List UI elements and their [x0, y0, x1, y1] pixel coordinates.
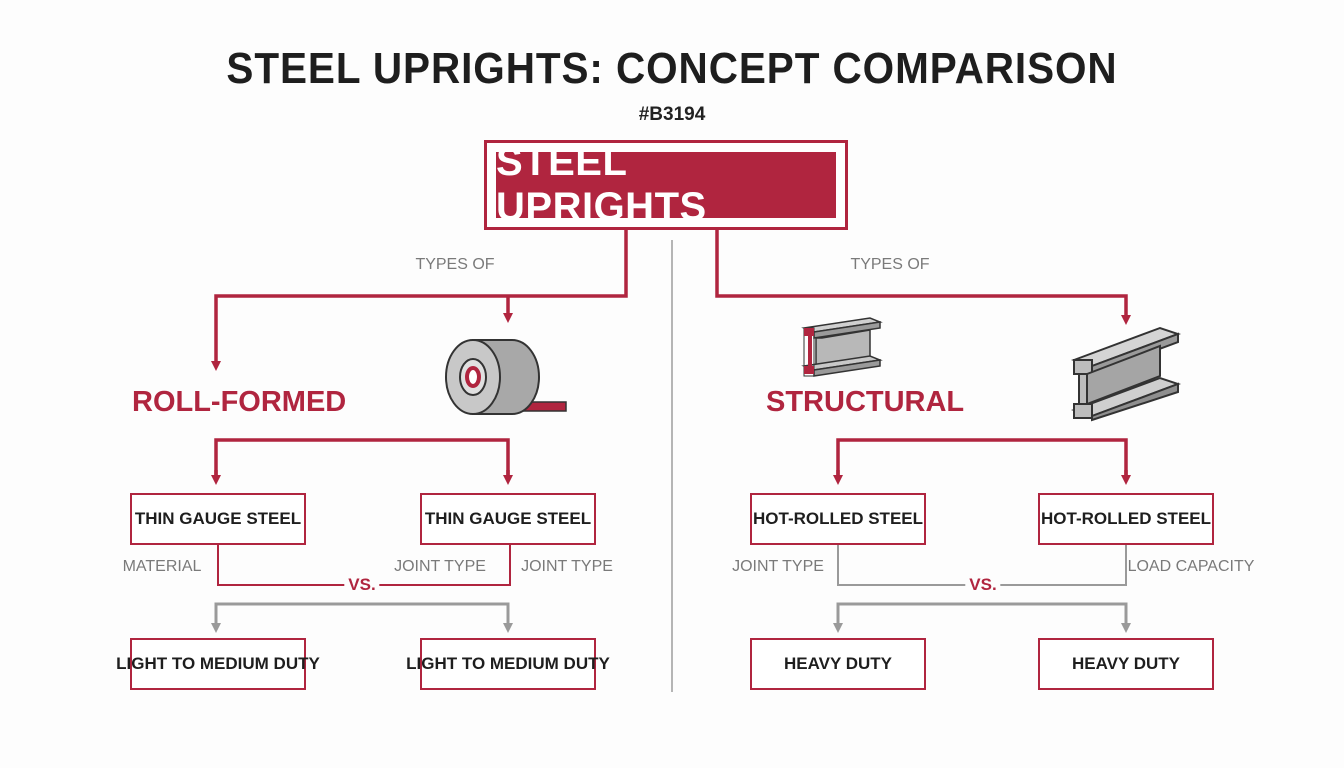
small-i-beam-icon — [801, 317, 883, 377]
rollformed-duty-split — [214, 602, 510, 622]
root-node-label: STEEL UPRIGHTS — [496, 140, 836, 229]
structural-duty-box-2: HEAVY DUTY — [1038, 638, 1214, 690]
right-label-load-capacity: LOAD CAPACITY — [1127, 558, 1255, 575]
left-label-material: MATERIAL — [122, 558, 202, 575]
rollformed-duty-box-1: LIGHT TO MEDIUM DUTY — [116, 638, 320, 690]
root-to-structural-connector — [715, 230, 1131, 325]
rollformed-split-connector — [214, 438, 510, 480]
left-label-joint-type-1: JOINT TYPE — [394, 558, 486, 575]
right-edge-label: TYPES OF — [850, 256, 930, 273]
structural-material-box-1: HOT-ROLLED STEEL — [750, 493, 926, 545]
page-title: STEEL UPRIGHTS: CONCEPT COMPARISON — [226, 44, 1118, 93]
rollformed-material-box-1: THIN GAUGE STEEL — [130, 493, 306, 545]
right-label-joint-type: JOINT TYPE — [732, 558, 824, 575]
root-to-rollformed-connector — [211, 230, 628, 371]
structural-duty-split — [836, 602, 1128, 622]
structural-split-connector — [836, 438, 1128, 480]
structural-heading: STRUCTURAL — [766, 386, 965, 418]
steel-coil-icon — [445, 339, 567, 415]
structural-duty-box-1: HEAVY DUTY — [750, 638, 926, 690]
left-label-joint-type-2: JOINT TYPE — [521, 558, 613, 575]
rollformed-duty-box-2: LIGHT TO MEDIUM DUTY — [406, 638, 610, 690]
page-subtitle: #B3194 — [638, 104, 706, 125]
structural-material-box-2: HOT-ROLLED STEEL — [1038, 493, 1214, 545]
root-node: STEEL UPRIGHTS — [484, 140, 848, 230]
large-i-beam-icon — [1070, 326, 1182, 422]
right-vs-label: VS. — [965, 575, 1001, 595]
rollformed-heading: ROLL-FORMED — [132, 386, 347, 418]
left-vs-label: VS. — [344, 575, 380, 595]
rollformed-material-box-2: THIN GAUGE STEEL — [420, 493, 596, 545]
left-edge-label: TYPES OF — [415, 256, 495, 273]
